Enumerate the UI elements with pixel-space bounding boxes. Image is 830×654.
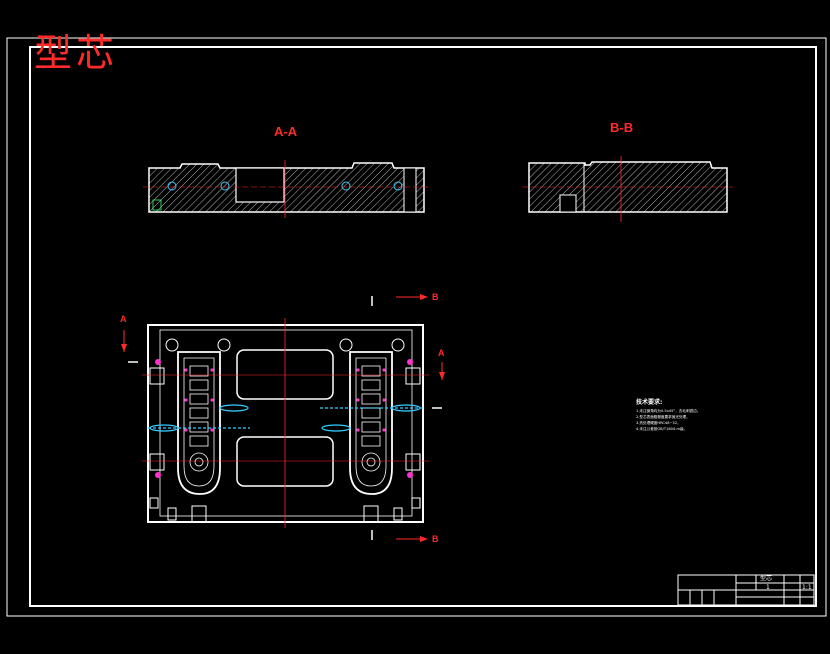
technical-notes: 技术要求: 1.未注倒角均为0.5x45°，去毛刺锐边。 2.型芯表面粗糙度要求… <box>636 397 700 432</box>
plan-view <box>128 296 442 540</box>
outer-frame <box>6 37 827 617</box>
section-view-bb <box>522 156 733 222</box>
title-block-scale: 1 <box>766 584 770 591</box>
section-label-aa: A-A <box>274 124 298 139</box>
cut-marker-b-top: B <box>432 292 439 302</box>
title-block-name: 型芯 <box>760 575 773 582</box>
title-block-sheet: 1:1 <box>802 584 812 591</box>
section-label-bb: B-B <box>610 120 634 135</box>
cut-marker-a-right: A <box>438 348 445 358</box>
drawing-title: 型芯 <box>34 31 119 75</box>
notes-title: 技术要求: <box>636 399 663 406</box>
notes-list: 1.未注倒角均为0.5x45°，去毛刺锐边。 2.型芯表面粗糙度要求抛光处理。 … <box>636 408 700 432</box>
cut-arrows <box>121 294 445 542</box>
inner-frame <box>29 46 817 607</box>
note-item: 2.型芯表面粗糙度要求抛光处理。 <box>636 415 690 419</box>
note-item: 1.未注倒角均为0.5x45°，去毛刺锐边。 <box>636 409 701 413</box>
note-item: 4.未注公差按GB/T1804-m级。 <box>636 427 688 431</box>
cut-marker-a-left: A <box>120 314 127 324</box>
note-item: 3.热处理硬度HRC48~52。 <box>636 421 681 425</box>
title-block <box>677 574 815 606</box>
cut-marker-b-bottom: B <box>432 534 439 544</box>
section-view-aa <box>143 160 430 218</box>
